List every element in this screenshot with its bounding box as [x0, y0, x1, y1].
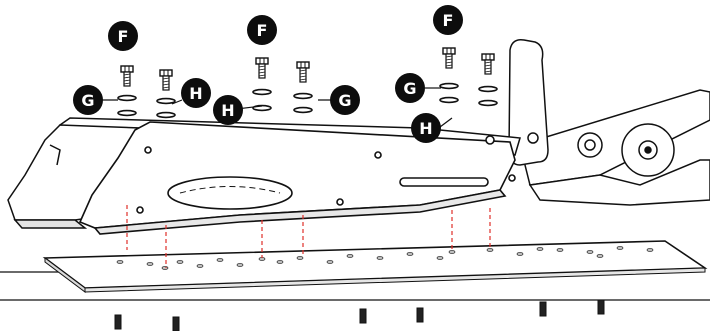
plate-hole — [586, 250, 594, 254]
pedal-mechanism — [519, 89, 710, 206]
washer-icon — [156, 97, 176, 105]
alignment-guides — [126, 205, 491, 268]
callout-h3-badge: H — [411, 113, 441, 143]
plate-hole — [616, 246, 624, 250]
bolt-icon — [120, 65, 134, 87]
plate-hole — [406, 252, 414, 256]
plate-feet — [114, 299, 605, 331]
washer-icon — [117, 94, 137, 102]
washer-icon — [478, 85, 498, 93]
callout-f2-badge: F — [247, 15, 277, 45]
callout-g1-label: G — [81, 91, 94, 110]
plate-hole — [556, 248, 564, 252]
callout-f3-label: F — [443, 11, 454, 30]
plate-hole — [216, 258, 224, 262]
callout-h2-label: H — [221, 101, 234, 120]
plate-hole — [448, 250, 456, 254]
bolt-icon — [255, 57, 269, 79]
screw-hole — [136, 206, 144, 214]
lever-icon — [508, 38, 549, 166]
washer-icon — [117, 109, 137, 117]
foot-5 — [539, 301, 547, 317]
plate-hole — [276, 260, 284, 264]
callout-g3-badge: G — [395, 73, 425, 103]
plate-hole — [296, 256, 304, 260]
washer-icon — [478, 99, 498, 107]
callout-g2-label: G — [338, 91, 351, 110]
callout-h3-label: H — [419, 119, 432, 138]
bolt-icon — [296, 61, 310, 83]
fastener-hardware — [117, 47, 498, 119]
washer-icon — [156, 111, 176, 119]
callout-g1-badge: G — [73, 85, 103, 115]
bolt-icon — [481, 53, 495, 75]
plate-hole — [146, 262, 154, 266]
plate-hole — [161, 266, 169, 270]
plate-hole — [646, 248, 654, 252]
washer-icon — [439, 82, 459, 90]
plate-hole — [376, 256, 384, 260]
foot-3 — [359, 308, 367, 324]
plate-hole — [596, 254, 604, 258]
plate-holes — [116, 246, 654, 270]
callouts: F F F G G G H H — [73, 5, 463, 143]
base-plate — [42, 240, 708, 293]
bolt-icon — [442, 47, 456, 69]
slot-oval — [167, 176, 293, 210]
plate-hole — [196, 264, 204, 268]
plate-hole — [258, 257, 266, 261]
callout-f3-badge: F — [433, 5, 463, 35]
washer-icon — [293, 92, 313, 100]
slot-rail — [399, 177, 489, 187]
plate-hole — [326, 260, 334, 264]
plate-hole — [346, 254, 354, 258]
foot-1 — [114, 314, 122, 330]
callout-h2-badge: H — [213, 95, 243, 125]
washer-icon — [293, 106, 313, 114]
bolt-icon — [159, 69, 173, 91]
plate-hole — [116, 260, 124, 264]
washer-icon — [252, 88, 272, 96]
callout-f1-badge: F — [108, 21, 138, 51]
callout-f2-label: F — [257, 21, 268, 40]
plate-hole — [516, 252, 524, 256]
plate-hole — [436, 256, 444, 260]
plate-hole — [176, 260, 184, 264]
callout-h1-badge: H — [181, 78, 211, 108]
foot-2 — [172, 316, 180, 331]
plate-hole — [236, 263, 244, 267]
callout-g2-badge: G — [330, 85, 360, 115]
plate-hole — [536, 247, 544, 251]
washer-icon — [439, 96, 459, 104]
callout-h1-label: H — [189, 84, 202, 103]
callout-f1-label: F — [118, 27, 129, 46]
foot-6 — [597, 299, 605, 315]
callout-g3-label: G — [403, 79, 416, 98]
slider-body — [78, 121, 516, 235]
foot-4 — [416, 307, 424, 323]
plate-hole — [486, 248, 494, 252]
